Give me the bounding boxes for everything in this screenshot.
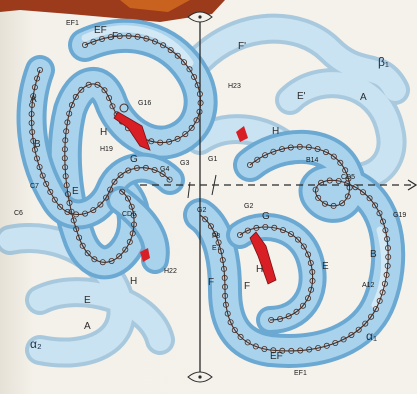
label-ef1-bottom: EF1 — [294, 370, 307, 377]
label-g2-left: G2 — [197, 207, 206, 214]
label-e7: E7 — [212, 245, 221, 252]
chain-label-beta1: β₁ — [378, 56, 389, 68]
label-g-mid: G — [262, 212, 270, 222]
chain-label-alpha2: α₂ — [30, 338, 42, 350]
chain-label-alpha1: α₁ — [366, 330, 377, 342]
label-h22: H22 — [164, 268, 177, 275]
label-h-left: H — [100, 128, 107, 138]
label-g16: G16 — [138, 100, 151, 107]
label-a-bottom: A — [84, 322, 91, 332]
label-g19: G19 — [393, 212, 406, 219]
label-a-left: A — [30, 95, 37, 105]
label-g4: G4 — [160, 166, 169, 173]
label-cd5-left: CD5 — [122, 211, 136, 218]
label-a12: A12 — [362, 282, 374, 289]
right-subunit-tube — [200, 147, 388, 351]
label-ef-top: EF — [94, 26, 107, 36]
label-f-bottom: F — [208, 278, 214, 288]
label-f-prime: F' — [238, 42, 246, 52]
label-h19: H19 — [100, 146, 113, 153]
label-b14: B14 — [306, 157, 318, 164]
label-b-right: B — [370, 250, 377, 260]
label-ef1-top: EF1 — [66, 20, 79, 27]
label-b-left: B — [34, 140, 41, 150]
label-g2-right: G2 — [244, 203, 253, 210]
label-e-bottom: E — [84, 296, 91, 306]
label-f8: F8 — [212, 233, 220, 240]
label-cd5-right: CD5 — [341, 174, 355, 181]
label-c6: C6 — [14, 210, 23, 217]
label-h-mid: H — [130, 277, 137, 287]
label-h23: H23 — [228, 83, 241, 90]
label-c7: C7 — [30, 183, 39, 190]
label-e-left: E — [72, 187, 79, 197]
label-f-right: F — [244, 282, 250, 292]
label-g-left: G — [130, 155, 138, 165]
label-g3: G3 — [180, 160, 189, 167]
label-ef-bottom: EF — [270, 352, 283, 362]
label-a-right: A — [360, 93, 367, 103]
label-e-prime: E' — [297, 92, 306, 102]
label-h-right: H — [256, 265, 263, 275]
label-f-top: F — [112, 32, 118, 42]
label-e-right: E — [322, 262, 329, 272]
label-h-upper: H — [272, 127, 279, 137]
label-g1: G1 — [208, 156, 217, 163]
